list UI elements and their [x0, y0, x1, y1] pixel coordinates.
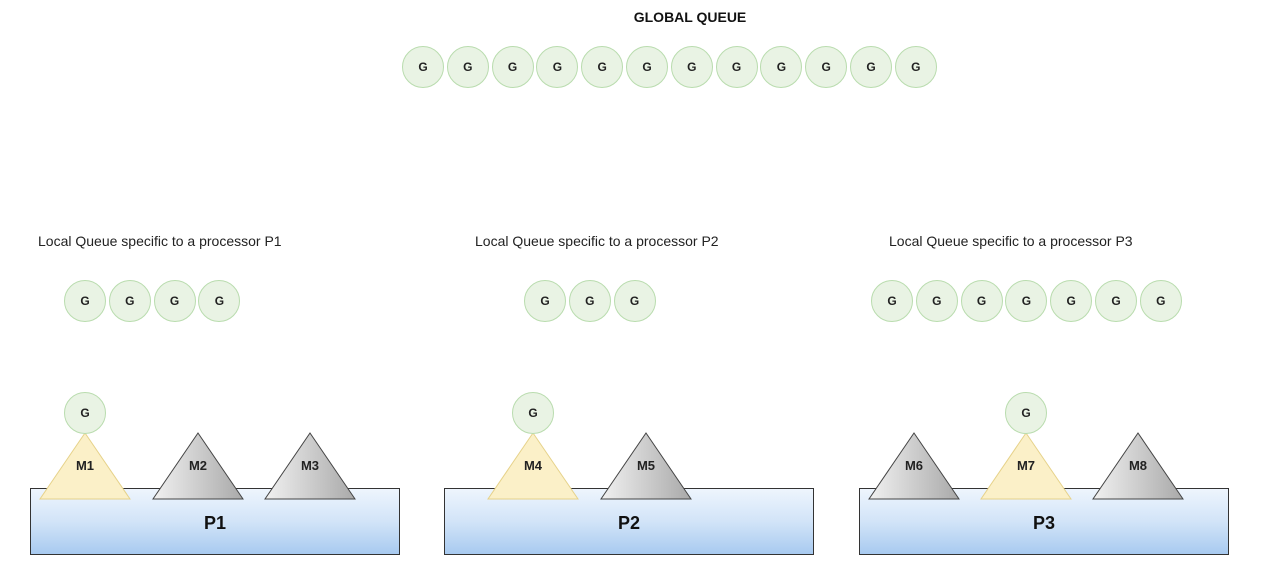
machine-label: M6: [905, 458, 923, 473]
local-queue-label-p1: Local Queue specific to a processor P1: [38, 233, 282, 249]
machine-triangle: [868, 432, 960, 500]
global-goroutine: G: [536, 46, 579, 88]
global-queue-title: GLOBAL QUEUE: [633, 9, 747, 25]
running-goroutine: G: [64, 392, 106, 434]
local-goroutine: G: [524, 280, 566, 322]
global-goroutine: G: [491, 46, 534, 88]
machine-m3: M3: [264, 432, 356, 500]
machine-label: M7: [1017, 458, 1035, 473]
machine-label: M4: [524, 458, 543, 473]
local-goroutine: G: [1005, 280, 1048, 322]
machine-label: M8: [1129, 458, 1147, 473]
machine-triangle: [39, 432, 131, 500]
global-goroutine: G: [760, 46, 803, 88]
local-goroutine: G: [871, 280, 913, 322]
running-goroutine: G: [1005, 392, 1047, 434]
global-goroutine: G: [581, 46, 624, 88]
local-queue-label-p2: Local Queue specific to a processor P2: [475, 233, 719, 249]
global-goroutine: G: [850, 46, 892, 88]
machine-m7: M7: [980, 432, 1072, 500]
global-goroutine: G: [715, 46, 758, 88]
machine-triangle: [264, 432, 356, 500]
machine-m5: M5: [600, 432, 692, 500]
global-goroutine: G: [446, 46, 489, 88]
global-goroutine: G: [670, 46, 713, 88]
machine-label: M5: [637, 458, 655, 473]
local-goroutine: G: [1050, 280, 1093, 322]
local-goroutine: G: [64, 280, 106, 322]
local-goroutine: G: [568, 280, 611, 322]
local-goroutine: G: [613, 280, 656, 322]
machine-triangle: [1092, 432, 1184, 500]
machine-label: M2: [189, 458, 207, 473]
local-goroutine: G: [108, 280, 151, 322]
machine-label: M1: [76, 458, 94, 473]
local-goroutine: G: [960, 280, 1003, 322]
machine-label: M3: [301, 458, 319, 473]
local-goroutine: G: [1095, 280, 1137, 322]
global-goroutine: G: [805, 46, 848, 88]
local-goroutine: G: [198, 280, 241, 322]
local-goroutine: G: [1139, 280, 1182, 322]
local-goroutine: G: [915, 280, 958, 322]
machine-m6: M6: [868, 432, 960, 500]
machine-triangle: [152, 432, 244, 500]
local-goroutine: G: [153, 280, 196, 322]
machine-triangle: [487, 432, 579, 500]
machine-m1: M1: [39, 432, 131, 500]
machine-m8: M8: [1092, 432, 1184, 500]
local-queue-label-p3: Local Queue specific to a processor P3: [889, 233, 1133, 249]
machine-m2: M2: [152, 432, 244, 500]
running-goroutine: G: [512, 392, 554, 434]
machine-triangle: [980, 432, 1072, 500]
machine-m4: M4: [487, 432, 579, 500]
global-goroutine: G: [626, 46, 668, 88]
machine-triangle: [600, 432, 692, 500]
global-goroutine: G: [402, 46, 444, 88]
global-goroutine: G: [894, 46, 937, 88]
